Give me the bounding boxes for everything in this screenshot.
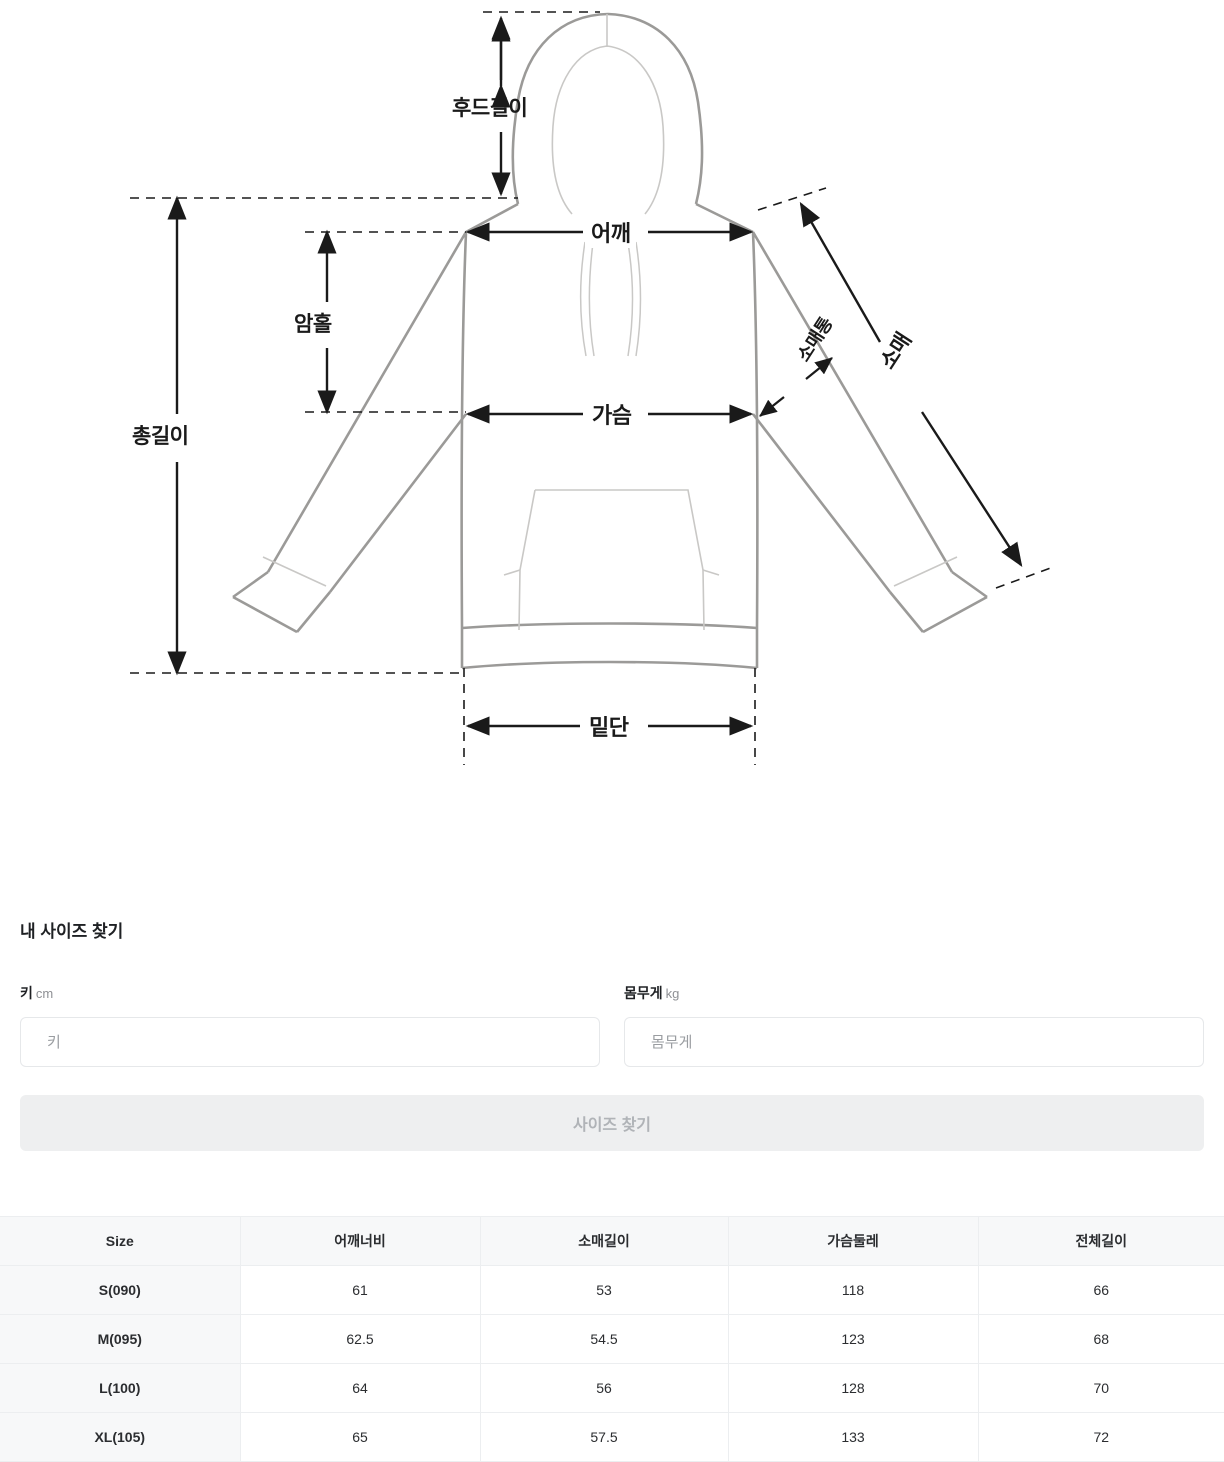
table-row: L(100) 64 56 128 70 <box>0 1363 1224 1413</box>
sleeve-length-arrow <box>799 201 1023 568</box>
table-header-row: Size 어깨너비 소매길이 가슴둘레 전체길이 <box>0 1216 1224 1266</box>
size-chart-head: Size 어깨너비 소매길이 가슴둘레 전체길이 <box>0 1216 1224 1266</box>
cell-size: M(095) <box>0 1314 241 1364</box>
height-label-text: 키 <box>20 985 33 1001</box>
cell-sleeve: 53 <box>480 1265 729 1315</box>
cell-chest: 133 <box>728 1412 979 1462</box>
kangaroo-pocket <box>503 489 720 631</box>
cell-size: XL(105) <box>0 1412 241 1462</box>
label-armhole: 암홀 <box>294 313 332 336</box>
hood-inner-opening <box>551 14 665 215</box>
cell-shoulder: 62.5 <box>240 1314 481 1364</box>
col-header-sleeve: 소매길이 <box>480 1216 729 1266</box>
cell-size: S(090) <box>0 1265 241 1315</box>
cell-chest: 123 <box>728 1314 979 1364</box>
cell-length: 68 <box>978 1314 1224 1364</box>
left-sleeve-outline <box>232 231 468 634</box>
right-sleeve-outline <box>751 231 988 634</box>
cell-sleeve: 57.5 <box>480 1412 729 1462</box>
cell-length: 72 <box>978 1412 1224 1462</box>
label-hood-length: 후드길이 <box>452 97 528 120</box>
body-outline <box>460 202 759 670</box>
height-input[interactable] <box>20 1017 600 1067</box>
label-hem: 밑단 <box>583 710 635 742</box>
left-cuff-detail <box>262 556 327 587</box>
label-chest: 가슴 <box>586 398 638 430</box>
cell-shoulder: 65 <box>240 1412 481 1462</box>
size-chart-table: Size 어깨너비 소매길이 가슴둘레 전체길이 S(090) 61 53 11… <box>0 1216 1224 1462</box>
cell-length: 66 <box>978 1265 1224 1315</box>
table-row: S(090) 61 53 118 66 <box>0 1265 1224 1315</box>
cell-chest: 118 <box>728 1265 979 1315</box>
sleeve-width-arrow <box>759 357 833 417</box>
hood-outline <box>511 12 704 205</box>
weight-input[interactable] <box>624 1017 1204 1067</box>
find-size-button[interactable]: 사이즈 찾기 <box>20 1095 1204 1151</box>
cell-shoulder: 61 <box>240 1265 481 1315</box>
label-shoulder: 어깨 <box>585 216 637 248</box>
cell-sleeve: 56 <box>480 1363 729 1413</box>
cell-shoulder: 64 <box>240 1363 481 1413</box>
table-row: M(095) 62.5 54.5 123 68 <box>0 1314 1224 1364</box>
col-header-chest: 가슴둘레 <box>728 1216 979 1266</box>
cell-chest: 128 <box>728 1363 979 1413</box>
col-header-size: Size <box>0 1216 241 1266</box>
dimension-guide-lines <box>130 11 1057 765</box>
cell-sleeve: 54.5 <box>480 1314 729 1364</box>
hoodie-measurement-diagram: 후드길이 총길이 암홀 어깨 가슴 밑단 소매 소매통 <box>130 11 1057 765</box>
cell-length: 70 <box>978 1363 1224 1413</box>
size-chart-body: S(090) 61 53 118 66 M(095) 62.5 54.5 123… <box>0 1265 1224 1462</box>
weight-label-text: 몸무게 <box>624 985 663 1001</box>
drawstring-detail <box>579 241 642 357</box>
weight-unit: kg <box>665 986 680 1001</box>
col-header-length: 전체길이 <box>978 1216 1224 1266</box>
cell-size: L(100) <box>0 1363 241 1413</box>
table-row: XL(105) 65 57.5 133 72 <box>0 1412 1224 1462</box>
label-total-length: 총길이 <box>132 425 189 448</box>
right-cuff-detail <box>893 556 958 587</box>
col-header-shoulder: 어깨너비 <box>240 1216 481 1266</box>
height-unit: cm <box>35 986 54 1001</box>
size-finder-title: 내 사이즈 찾기 <box>20 922 124 941</box>
